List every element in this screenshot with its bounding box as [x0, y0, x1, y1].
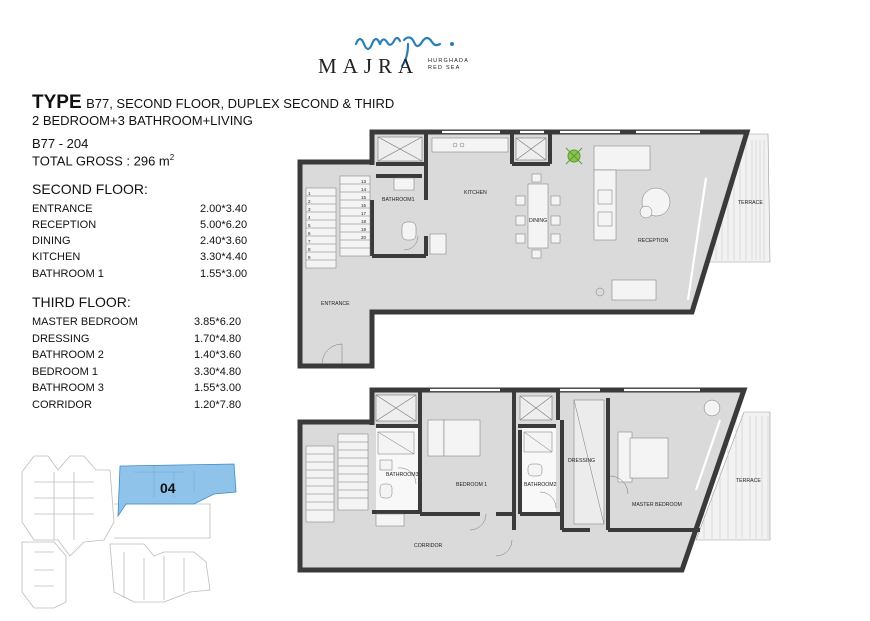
stair-step-number: 8 — [308, 247, 311, 252]
unit-number: 04 — [160, 480, 176, 496]
label-dining: DINING — [529, 218, 547, 224]
room-dim: 3.30*4.80 — [194, 366, 242, 378]
label-bathroom1: BATHROOM1 — [382, 197, 415, 203]
room-name: RECEPTION — [32, 219, 97, 231]
room-name: DRESSING — [32, 333, 90, 345]
stair-step-number: 20 — [361, 235, 367, 240]
room-row: BATHROOM 2 1.40*3.60 — [32, 349, 262, 365]
stair-step-number: 16 — [361, 203, 367, 208]
room-name: KITCHEN — [32, 251, 81, 263]
majra-logo — [354, 36, 454, 68]
third-floor-heading: THIRD FLOOR: — [32, 294, 131, 310]
label-bathroom2: BATHROOM2 — [524, 482, 557, 488]
stair-step-number: 5 — [308, 223, 311, 228]
stair-step-number: 15 — [361, 195, 367, 200]
brand-location-line1: HURGHADA — [428, 58, 470, 64]
label-terrace-upper: TERRACE — [738, 200, 763, 206]
room-name: ENTRANCE — [32, 203, 93, 215]
unit-04-highlight — [117, 463, 237, 518]
type-description: B77, SECOND FLOOR, DUPLEX SECOND & THIRD — [86, 96, 395, 111]
stair-step-number: 7 — [308, 239, 311, 244]
room-row: CORRIDOR 1.20*7.80 — [32, 399, 262, 415]
upper-staircase — [305, 175, 371, 269]
room-name: CORRIDOR — [32, 399, 92, 411]
stair-step-number: 17 — [361, 211, 367, 216]
room-name: BEDROOM 1 — [32, 366, 99, 378]
room-dim: 3.30*4.40 — [200, 251, 248, 263]
label-bedroom1: BEDROOM 1 — [456, 482, 487, 488]
living-sofa — [593, 145, 671, 301]
room-dim: 2.00*3.40 — [200, 203, 248, 215]
stair-step-number: 3 — [308, 207, 311, 212]
total-gross-unit-sup: 2 — [169, 153, 175, 162]
lower-staircase — [305, 433, 369, 523]
room-row: ENTRANCE 2.00*3.40 — [32, 203, 262, 219]
label-entrance: ENTRANCE — [321, 301, 350, 307]
stair-step-number: 1 — [308, 191, 311, 196]
stair-step-number: 13 — [361, 179, 367, 184]
dining-table — [515, 173, 561, 259]
kitchen-fixtures — [429, 137, 509, 255]
stair-step-number: 2 — [308, 199, 311, 204]
brand-wordmark: MAJRA — [318, 54, 420, 78]
label-bathroom3: BATHROOM3 — [386, 472, 419, 478]
key-plan: 04 — [21, 455, 237, 609]
room-row: DRESSING 1.70*4.80 — [32, 333, 262, 349]
room-row: MASTER BEDROOM 3.85*6.20 — [32, 316, 262, 332]
stair-step-number: 4 — [308, 215, 311, 220]
stair-step-number: 19 — [361, 227, 367, 232]
plant-icon — [565, 147, 583, 165]
room-row: RECEPTION 5.00*6.20 — [32, 219, 262, 235]
room-row: BATHROOM 3 1.55*3.00 — [32, 382, 262, 398]
unit-subtitle: 2 BEDROOM+3 BATHROOM+LIVING — [32, 113, 253, 128]
room-dim: 3.85*6.20 — [194, 316, 242, 328]
brand-location-line2: RED SEA — [428, 65, 461, 71]
room-dim: 5.00*6.20 — [200, 219, 248, 231]
room-row: BEDROOM 1 3.30*4.80 — [32, 366, 262, 382]
brand-location: HURGHADA RED SEA — [428, 58, 469, 72]
room-dim: 1.55*3.00 — [200, 268, 248, 280]
room-row: KITCHEN 3.30*4.40 — [32, 251, 262, 267]
room-name: BATHROOM 2 — [32, 349, 104, 361]
label-dressing: DRESSING — [568, 458, 595, 464]
room-dim: 1.40*3.60 — [194, 349, 242, 361]
room-row: DINING 2.40*3.60 — [32, 235, 262, 251]
room-dim: 1.20*7.80 — [194, 399, 242, 411]
second-floor-plan: 1 2 3 4 5 6 7 8 9 13 14 15 16 17 18 19 2… — [297, 129, 771, 369]
stair-step-number: 9 — [308, 255, 311, 260]
label-corridor: CORRIDOR — [414, 543, 442, 549]
third-floor-plan: BATHROOM3 BEDROOM 1 BATHROOM2 DRESSING M… — [297, 387, 771, 573]
room-name: DINING — [32, 235, 71, 247]
unit-type-title: TYPE B77, SECOND FLOOR, DUPLEX SECOND & … — [32, 92, 394, 114]
label-kitchen: KITCHEN — [464, 190, 487, 196]
type-label: TYPE — [32, 92, 82, 113]
total-gross-text: TOTAL GROSS : 296 m — [32, 153, 170, 169]
label-terrace-lower: TERRACE — [736, 478, 761, 484]
room-dim: 2.40*3.60 — [200, 235, 248, 247]
total-gross: TOTAL GROSS : 296 m2 — [32, 153, 174, 168]
stair-step-number: 14 — [361, 187, 367, 192]
stair-step-number: 18 — [361, 219, 367, 224]
stair-step-number: 6 — [308, 231, 311, 236]
label-reception: RECEPTION — [638, 238, 669, 244]
room-name: BATHROOM 3 — [32, 382, 104, 394]
second-floor-heading: SECOND FLOOR: — [32, 181, 148, 197]
room-row: BATHROOM 1 1.55*3.00 — [32, 268, 262, 284]
room-name: BATHROOM 1 — [32, 268, 104, 280]
room-dim: 1.70*4.80 — [194, 333, 242, 345]
unit-code: B77 - 204 — [32, 136, 89, 151]
label-master-bedroom: MASTER BEDROOM — [632, 502, 682, 508]
room-name: MASTER BEDROOM — [32, 316, 138, 328]
room-dim: 1.55*3.00 — [194, 382, 242, 394]
